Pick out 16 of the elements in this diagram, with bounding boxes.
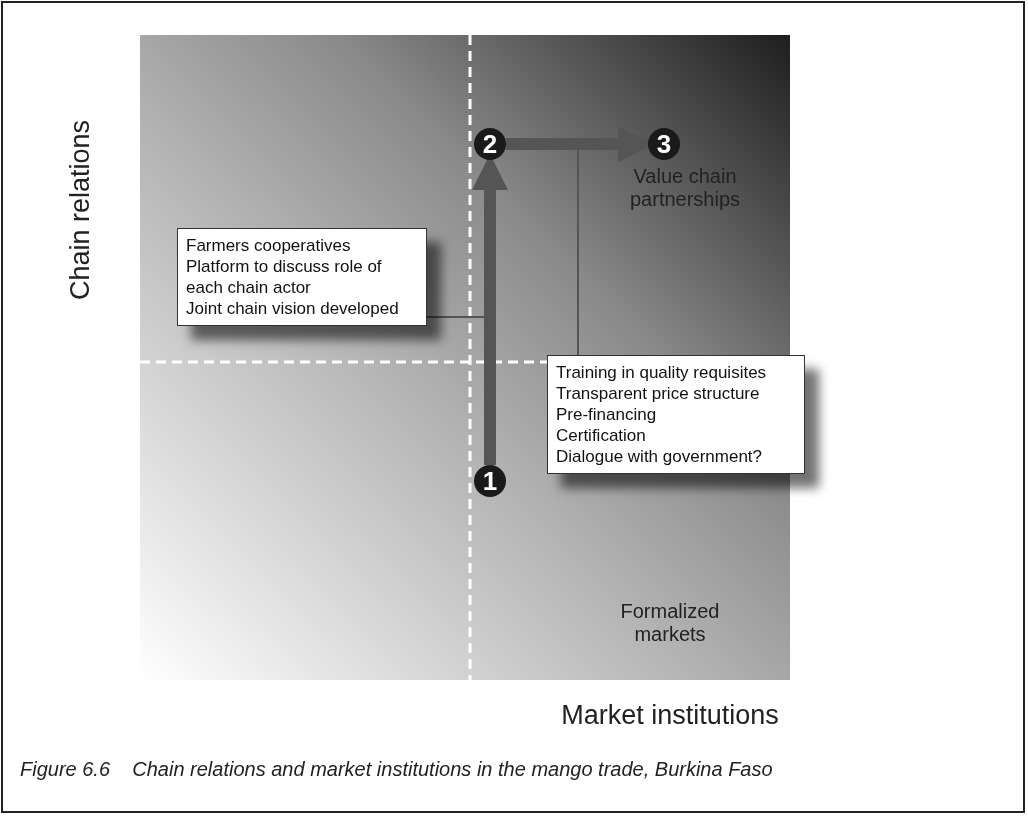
list-item: Training in quality requisites: [556, 362, 768, 383]
list-item: Pre-financing: [556, 404, 658, 425]
axis-label: Chain relations: [64, 118, 96, 303]
figure-caption: Figure 6.6 Chain relations and market institutions in the mango trade, Burkina Faso: [20, 758, 773, 781]
list-item: Dialogue with government?: [556, 446, 763, 467]
leader-line: [577, 149, 579, 356]
quadrant-label: Value chain partnerships: [628, 165, 742, 211]
list-item: Joint chain vision developed: [186, 298, 400, 319]
text-box: [177, 228, 427, 326]
list-item: Transparent price structure: [556, 383, 761, 404]
list-item: Farmers cooperatives: [186, 235, 352, 256]
text-box: [547, 355, 805, 474]
list-item: Platform to discuss role of each chain actor: [186, 256, 383, 298]
axis-label: Market institutions: [560, 700, 780, 731]
list-item: Certification: [556, 425, 647, 446]
quadrant-label: Formalized markets: [619, 600, 721, 646]
